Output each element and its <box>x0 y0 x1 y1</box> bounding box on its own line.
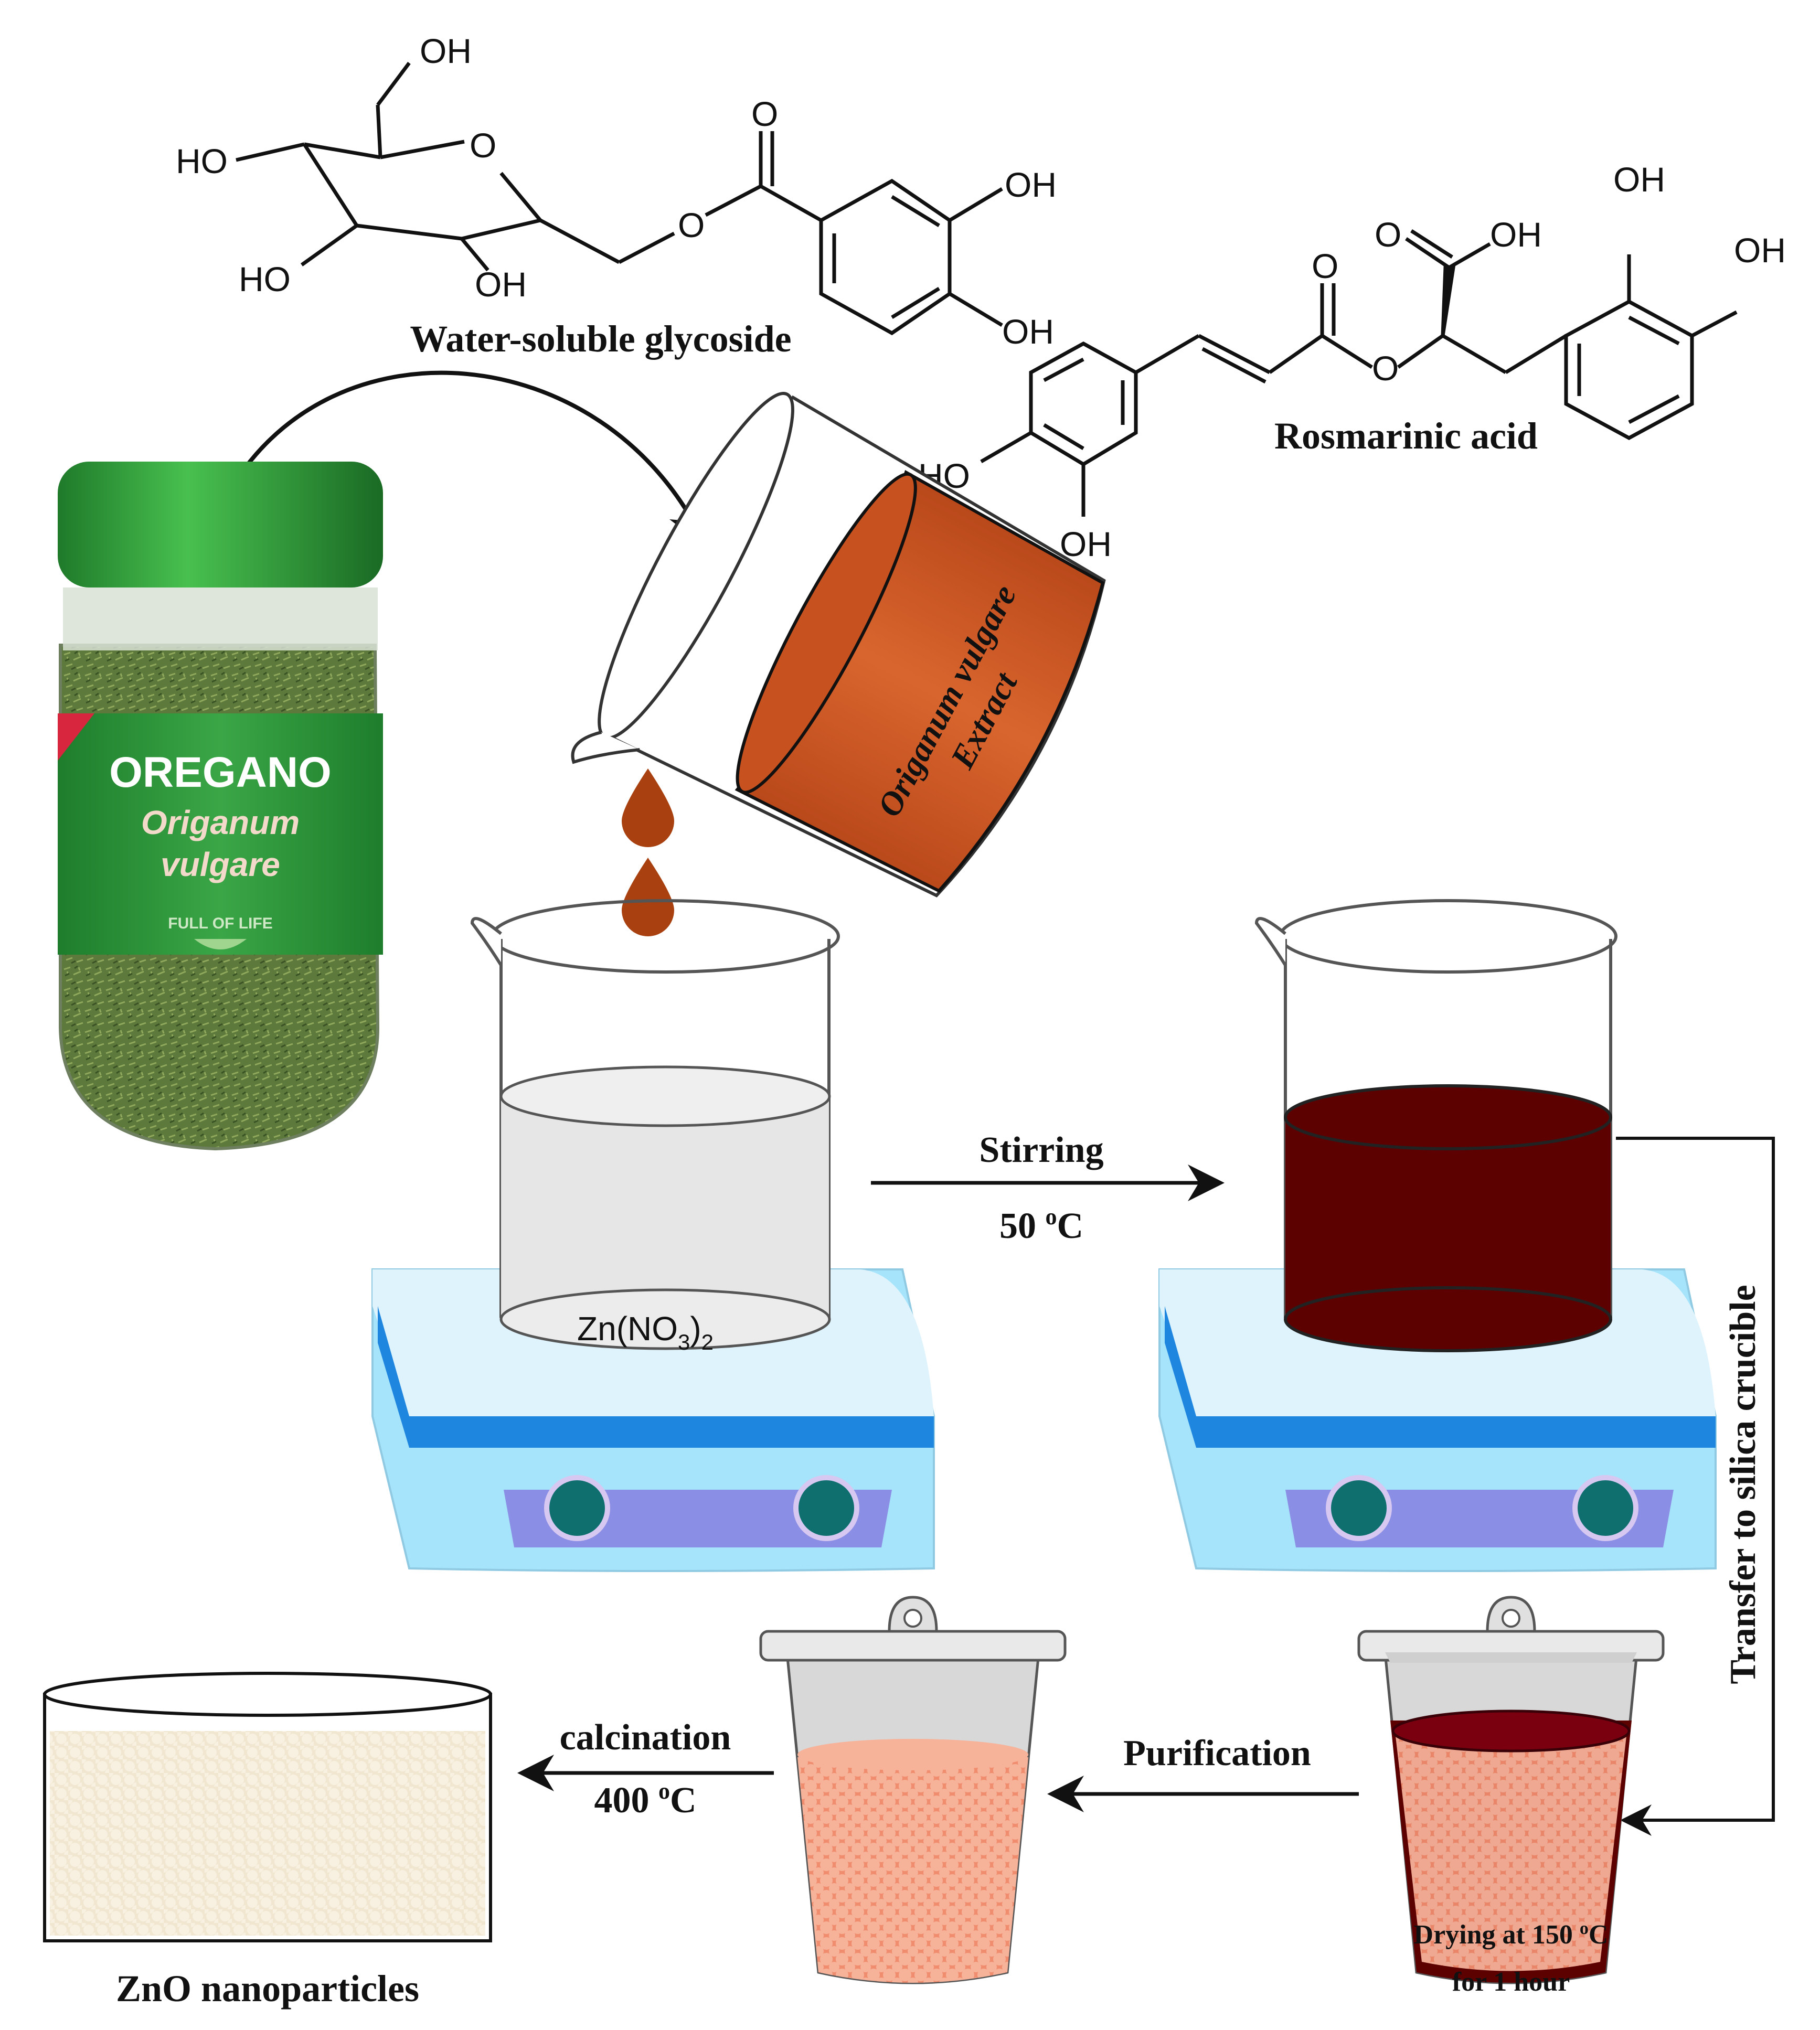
crucible-lid <box>759 1630 1067 1662</box>
rosmarinic-name: Rosmarinic acid <box>1274 415 1538 457</box>
jar-to-beaker-arrow <box>223 370 707 548</box>
rosmarinic-acid-o: O <box>1375 215 1401 254</box>
jar-species: vulgare <box>161 846 280 883</box>
dark-beaker <box>1254 899 1617 1352</box>
glycoside-ho-bottom-left: HO <box>239 260 291 298</box>
rosmarinic-oh-right: OH <box>1734 231 1786 270</box>
glycoside-oh-top: OH <box>420 31 472 70</box>
zno-container <box>43 1672 492 1942</box>
purified-crucible <box>759 1596 1067 1984</box>
drying-label-line1: Drying at 150 oC <box>1414 1919 1609 1950</box>
knob-icon <box>1572 1475 1638 1541</box>
calcination-temp: 400 oC <box>594 1778 696 1821</box>
zinc-formula: Zn(NO3)2 <box>577 1310 714 1354</box>
glycoside-oh-aryl-upper: OH <box>1005 165 1057 204</box>
knob-icon <box>544 1475 610 1541</box>
rosmarinic-acid-oh: OH <box>1490 215 1542 254</box>
drying-crucible <box>1357 1596 1665 1984</box>
oregano-jar: OREGANO Origanum vulgare FULL OF LIFE <box>58 462 383 1151</box>
rosmarinic-oh-bottom: OH <box>1060 525 1112 563</box>
rosmarinic-oh-top: OH <box>1613 160 1665 199</box>
stirring-label: Stirring <box>979 1130 1103 1170</box>
zno-powder <box>50 1731 485 1936</box>
rosmarinic-ester-o: O <box>1372 349 1399 388</box>
jar-label-corner <box>58 713 94 761</box>
glycoside-carbonyl-o: O <box>751 94 778 133</box>
rosmarinic-groups: O OH OH OH O O HO OH Rosmarinic acid <box>918 160 1786 563</box>
jar-brand: OREGANO <box>109 749 332 796</box>
glycoside-ho-left: HO <box>176 142 228 180</box>
jar-cap <box>58 462 383 587</box>
rosmarinic-structure <box>980 229 1738 517</box>
knob-icon <box>793 1475 859 1541</box>
zinc-solution <box>501 1096 829 1340</box>
transfer-label: Transfer to silica crucible <box>1723 1285 1763 1684</box>
mortar-icon <box>194 939 247 949</box>
drying-label-line2: for 1 hour <box>1452 1967 1570 1997</box>
calcination-label: calcination <box>560 1717 731 1758</box>
glycoside-groups: OH O HO HO OH O O OH OH Water-soluble gl… <box>176 31 1057 360</box>
glycoside-name: Water-soluble glycoside <box>410 318 791 360</box>
zinc-beaker: Zn(NO3)2 <box>470 899 840 1354</box>
glycoside-structure <box>236 61 1003 336</box>
purification-label: Purification <box>1123 1733 1311 1773</box>
stirring-temp: 50 oC <box>999 1204 1083 1246</box>
dark-solution <box>1285 1117 1611 1340</box>
droplet <box>622 858 674 936</box>
jar-genus: Origanum <box>141 804 300 841</box>
knob-icon <box>1326 1475 1392 1541</box>
product-label: ZnO nanoparticles <box>116 1968 419 2010</box>
glycoside-oh-bottom: OH <box>475 265 527 304</box>
glycoside-ester-o: O <box>678 206 705 244</box>
transfer-arrow <box>1616 1137 1775 1836</box>
jar-tagline: FULL OF LIFE <box>168 915 272 932</box>
rosmarinic-carbonyl-o: O <box>1312 247 1338 285</box>
extract-beaker <box>571 391 1106 898</box>
jar-label <box>58 713 383 955</box>
glycoside-ring-o: O <box>470 126 496 165</box>
glycoside-oh-aryl-lower: OH <box>1002 312 1054 351</box>
droplet <box>622 768 674 847</box>
jar-neck <box>63 587 378 650</box>
